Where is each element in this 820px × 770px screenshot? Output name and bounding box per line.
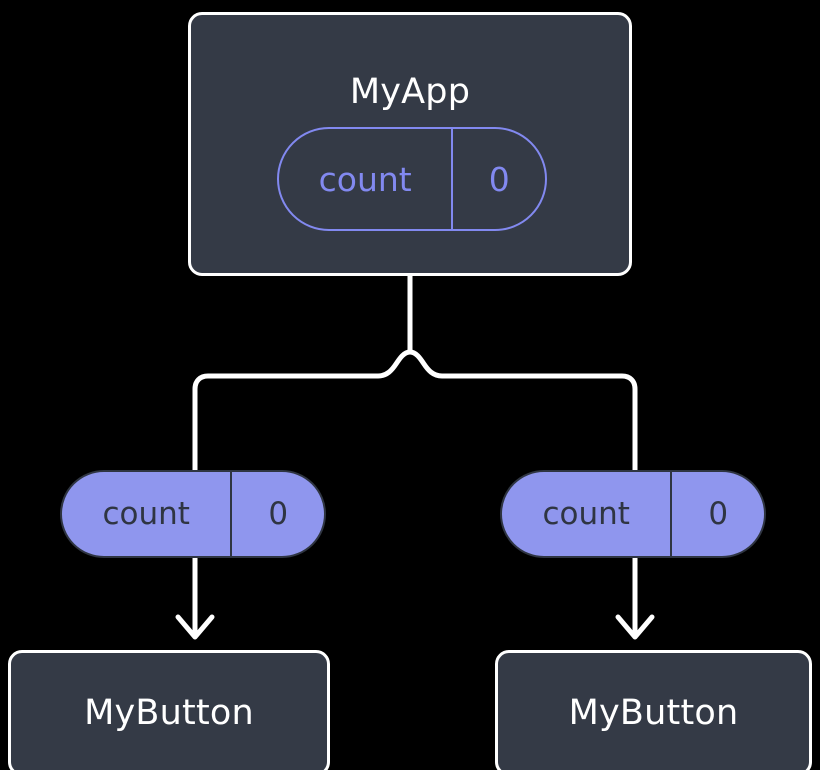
state-pill-child-1[interactable]: count 0 (60, 470, 326, 558)
state-pill-child-2-key: count (502, 472, 673, 556)
node-mybutton-1[interactable]: MyButton (8, 650, 330, 770)
node-myapp-label: MyApp (349, 72, 471, 112)
node-mybutton-2-label: MyButton (568, 692, 739, 733)
node-mybutton-2[interactable]: MyButton (495, 650, 812, 770)
state-pill-root-key: count (279, 129, 454, 229)
state-pill-root-value: 0 (488, 159, 510, 199)
state-pill-child-1-key: count (62, 472, 233, 556)
state-pill-root[interactable]: count 0 (277, 127, 547, 231)
state-pill-child-2[interactable]: count 0 (500, 470, 766, 558)
state-pill-child-1-value: 0 (268, 496, 289, 532)
state-pill-child-2-value: 0 (708, 496, 729, 532)
node-mybutton-1-label: MyButton (84, 692, 254, 733)
arrow-head-right-icon (615, 614, 655, 640)
connector-branch-left (192, 349, 413, 473)
connector-branch-right (407, 349, 638, 473)
arrow-head-left-icon (175, 614, 215, 640)
